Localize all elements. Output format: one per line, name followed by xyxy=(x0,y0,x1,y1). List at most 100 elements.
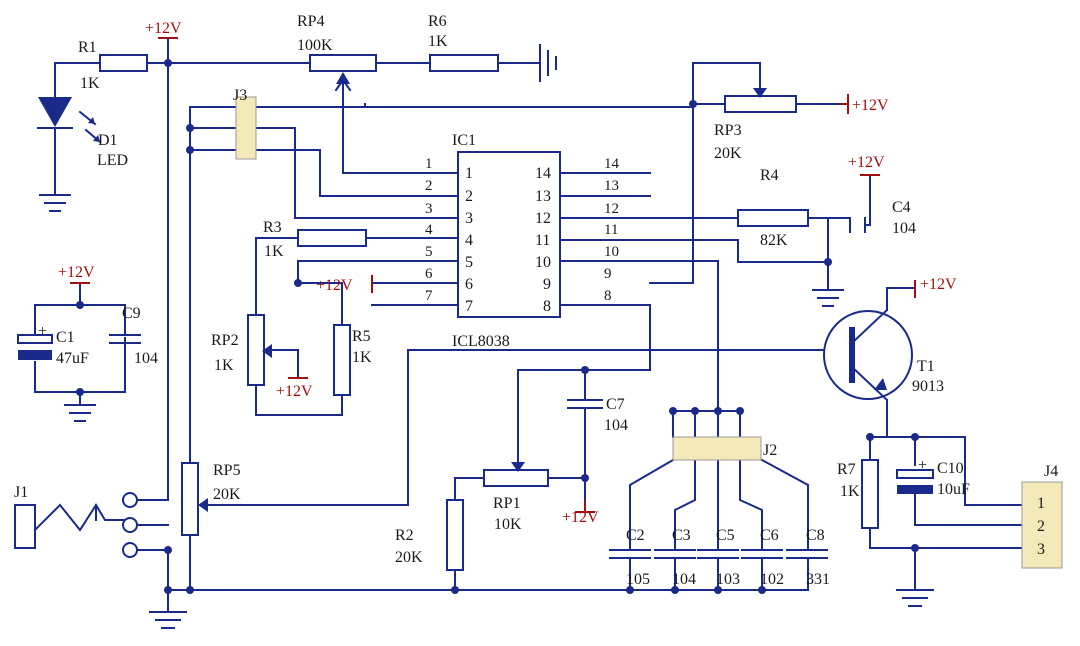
vcc-label: +12V xyxy=(276,383,313,400)
label-rp5-ref: RP5 xyxy=(213,462,241,479)
label-r7-val: 1K xyxy=(840,483,860,500)
label-r3-ref: R3 xyxy=(263,219,282,236)
capacitor-c4 xyxy=(849,217,866,233)
label-j4-pin1: 1 xyxy=(1037,495,1045,512)
label-rp1-val: 10K xyxy=(494,516,522,533)
label-c10-ref: C10 xyxy=(937,460,964,477)
ic-pin-inner: 2 xyxy=(465,188,473,205)
label-rp5-val: 20K xyxy=(213,486,241,503)
capacitors: + + xyxy=(17,217,934,567)
vcc-label: +12V xyxy=(562,509,599,526)
label-j4-ref: J4 xyxy=(1044,463,1058,480)
led-d1 xyxy=(37,97,102,144)
label-r6-val: 1K xyxy=(428,33,448,50)
pot-rp2 xyxy=(247,314,265,386)
label-r7-ref: R7 xyxy=(837,461,856,478)
capacitor-c8 xyxy=(786,549,828,559)
label-j1-ref: J1 xyxy=(14,484,28,501)
label-c7-val: 104 xyxy=(604,417,628,434)
ic-pin-inner: 5 xyxy=(465,254,473,271)
ic-pin-numbers: 1 2 3 4 5 6 7 1 2 3 4 5 6 7 14 13 12 11 … xyxy=(425,156,620,315)
resistor-r4 xyxy=(737,209,809,227)
label-r3-val: 1K xyxy=(264,243,284,260)
ic-pin-outer: 5 xyxy=(425,244,433,260)
label-rp4-ref: RP4 xyxy=(297,13,325,30)
labels: R1 1K D1 LED RP4 100K R6 1K RP3 20K J3 I… xyxy=(14,13,1058,588)
resistor-r5 xyxy=(333,324,351,396)
label-c10-val: 10uF xyxy=(937,481,970,498)
label-c5-val: 103 xyxy=(716,571,740,588)
ic-pin-outer: 2 xyxy=(425,178,433,194)
label-j4-pin3: 3 xyxy=(1037,541,1045,558)
capacitor-c5 xyxy=(697,549,739,559)
label-rp4-val: 100K xyxy=(297,37,333,54)
label-c4-ref: C4 xyxy=(892,199,911,216)
label-rp2-ref: RP2 xyxy=(211,332,239,349)
junction-dots xyxy=(76,59,919,594)
label-r6-ref: R6 xyxy=(428,13,447,30)
vcc-label: +12V xyxy=(145,20,182,37)
polarity-plus: + xyxy=(918,457,927,474)
polarity-plus: + xyxy=(38,323,47,340)
label-rp1-ref: RP1 xyxy=(493,495,521,512)
label-r5-ref: R5 xyxy=(352,328,371,345)
potentiometers xyxy=(181,54,797,536)
ic-pin-inner: 6 xyxy=(465,276,473,293)
label-c2-val: 105 xyxy=(626,571,650,588)
vcc-label: +12V xyxy=(848,154,885,171)
pot-rp1 xyxy=(483,469,549,487)
header-j4 xyxy=(1021,481,1063,569)
vcc-label: +12V xyxy=(920,276,957,293)
label-c3-ref: C3 xyxy=(672,527,691,544)
label-r5-val: 1K xyxy=(352,349,372,366)
label-c8-ref: C8 xyxy=(806,527,825,544)
label-d1-val: LED xyxy=(97,152,128,169)
label-rp2-val: 1K xyxy=(214,357,234,374)
label-rp3-val: 20K xyxy=(714,145,742,162)
ground-symbols xyxy=(39,44,934,629)
label-c1-val: 47uF xyxy=(56,350,89,367)
label-c8-val: 331 xyxy=(806,571,830,588)
ic-pin-outer: 12 xyxy=(604,201,619,217)
label-r4-ref: R4 xyxy=(760,167,779,184)
label-c1-ref: C1 xyxy=(56,329,75,346)
resistor-r7 xyxy=(861,459,879,529)
label-r2-ref: R2 xyxy=(395,527,414,544)
capacitor-c10 xyxy=(896,469,934,479)
resistors xyxy=(99,54,879,571)
label-r2-val: 20K xyxy=(395,549,423,566)
resistor-r2 xyxy=(446,499,464,571)
label-c9-ref: C9 xyxy=(122,305,141,322)
resistor-r3 xyxy=(297,229,367,247)
vcc-label: +12V xyxy=(316,277,353,294)
resistor-r1 xyxy=(99,54,148,72)
capacitor-c1-plate xyxy=(18,350,52,360)
header-j2 xyxy=(672,436,762,461)
label-c6-ref: C6 xyxy=(760,527,779,544)
label-t1-val: 9013 xyxy=(912,378,944,395)
vcc-label: +12V xyxy=(58,264,95,281)
label-r1-ref: R1 xyxy=(78,39,97,56)
ic-pin-outer: 13 xyxy=(604,178,619,194)
ic-pin-outer: 6 xyxy=(425,266,433,282)
label-c4-val: 104 xyxy=(892,220,916,237)
ic-pin-outer: 4 xyxy=(425,222,433,238)
header-j3 xyxy=(235,96,257,160)
ic-pin-outer: 11 xyxy=(604,222,618,238)
label-c6-val: 102 xyxy=(760,571,784,588)
label-t1-ref: T1 xyxy=(917,358,935,375)
label-ic1-part: ICL8038 xyxy=(452,333,510,350)
label-c7-ref: C7 xyxy=(606,396,625,413)
label-c2-ref: C2 xyxy=(626,527,645,544)
ic-pin-inner: 14 xyxy=(535,165,551,182)
ic-pin-inner: 8 xyxy=(543,298,551,315)
ic-pin-outer: 9 xyxy=(604,266,612,282)
pot-rp3 xyxy=(724,95,797,113)
ic-pin-outer: 8 xyxy=(604,288,612,304)
vcc-symbols: +12V +12V +12V +12V +12V +12V +12V +12V xyxy=(58,20,957,526)
label-r1-val: 1K xyxy=(80,75,100,92)
capacitor-c1 xyxy=(17,334,53,344)
capacitor-c10-plate xyxy=(897,485,933,494)
ic-pin-outer: 3 xyxy=(425,201,433,217)
